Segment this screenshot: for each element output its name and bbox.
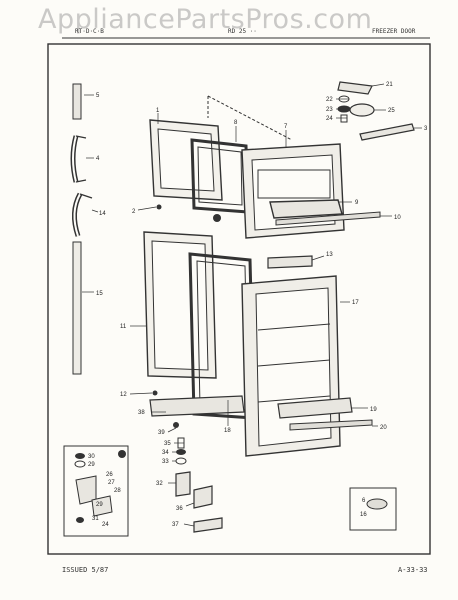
shelf-bar-20 (289, 419, 373, 431)
door-shelf-19 (277, 397, 353, 419)
bottom-trim-38 (149, 395, 245, 428)
hinge-bracket-3 (359, 123, 415, 141)
callout-29: 29 (88, 462, 95, 468)
callout-1: 1 (156, 108, 160, 114)
washer-34 (176, 449, 186, 455)
bottom-hinge-32 (175, 471, 191, 497)
header-section-title: FREEZER DOOR (372, 28, 416, 35)
callout-23: 23 (326, 107, 333, 113)
trim-piece-5 (72, 83, 82, 120)
callout-26: 26 (106, 472, 113, 478)
callout-20: 20 (380, 425, 387, 431)
callout-30: 30 (88, 454, 95, 460)
callout-18: 18 (224, 428, 231, 434)
plug-inset-box (349, 487, 397, 531)
callout-11: 11 (120, 324, 127, 330)
callout-31: 31 (92, 516, 99, 522)
callout-19: 19 (370, 407, 377, 413)
callout-29-lower: 29 (96, 502, 103, 508)
callout-36: 36 (176, 506, 183, 512)
callout-5: 5 (96, 93, 100, 99)
hinge-inset-box (63, 445, 129, 537)
callout-3: 3 (424, 126, 428, 132)
callout-34: 34 (162, 450, 169, 456)
callout-33: 33 (162, 459, 169, 465)
screw-24 (340, 114, 348, 123)
door-handle-14 (72, 192, 93, 237)
door-handle-4 (70, 135, 87, 183)
callout-24: 24 (326, 116, 333, 122)
header-model-left: RT·D·C·B (75, 28, 104, 35)
washer-33 (175, 457, 187, 465)
callout-17: 17 (352, 300, 359, 306)
callout-15: 15 (96, 291, 103, 297)
callout-10: 10 (394, 215, 401, 221)
callout-13: 13 (326, 252, 333, 258)
callout-8: 8 (234, 120, 238, 126)
callout-32: 32 (156, 481, 163, 487)
callout-2: 2 (132, 209, 136, 215)
handle-strip-15 (72, 241, 82, 375)
callout-12: 12 (120, 392, 127, 398)
door-shelf-9 (269, 199, 343, 219)
header-model-middle: RD 25 ·· (228, 28, 257, 35)
callout-4: 4 (96, 156, 100, 162)
shelf-bar-10 (275, 211, 381, 226)
fresh-food-door-frame-11 (143, 231, 217, 396)
callout-27: 27 (108, 480, 115, 486)
callout-16: 16 (360, 512, 367, 518)
hinge-base-37 (193, 517, 223, 533)
hinge-plate-25 (349, 103, 375, 117)
door-shelf-13 (267, 255, 313, 269)
callout-37: 37 (172, 522, 179, 528)
callout-7: 7 (284, 124, 288, 130)
callout-35: 35 (164, 441, 171, 447)
top-hinge-21 (337, 81, 373, 95)
leader-lines (82, 83, 422, 527)
callout-25: 25 (388, 108, 395, 114)
freezer-door-frame-1 (149, 119, 223, 210)
callout-21: 21 (386, 82, 393, 88)
callout-24-lower: 24 (102, 522, 109, 528)
callout-9: 9 (355, 200, 359, 206)
callout-6: 6 (362, 498, 366, 504)
callout-28: 28 (114, 488, 121, 494)
footer-page-code: A-33-33 (398, 566, 428, 574)
callout-14: 14 (99, 211, 106, 217)
diagram-border (47, 43, 431, 555)
hinge-bracket-36 (193, 485, 213, 509)
callout-38: 38 (138, 410, 145, 416)
footer-issued-date: ISSUED 5/87 (62, 566, 109, 574)
callout-39: 39 (158, 430, 165, 436)
callout-22: 22 (326, 97, 333, 103)
